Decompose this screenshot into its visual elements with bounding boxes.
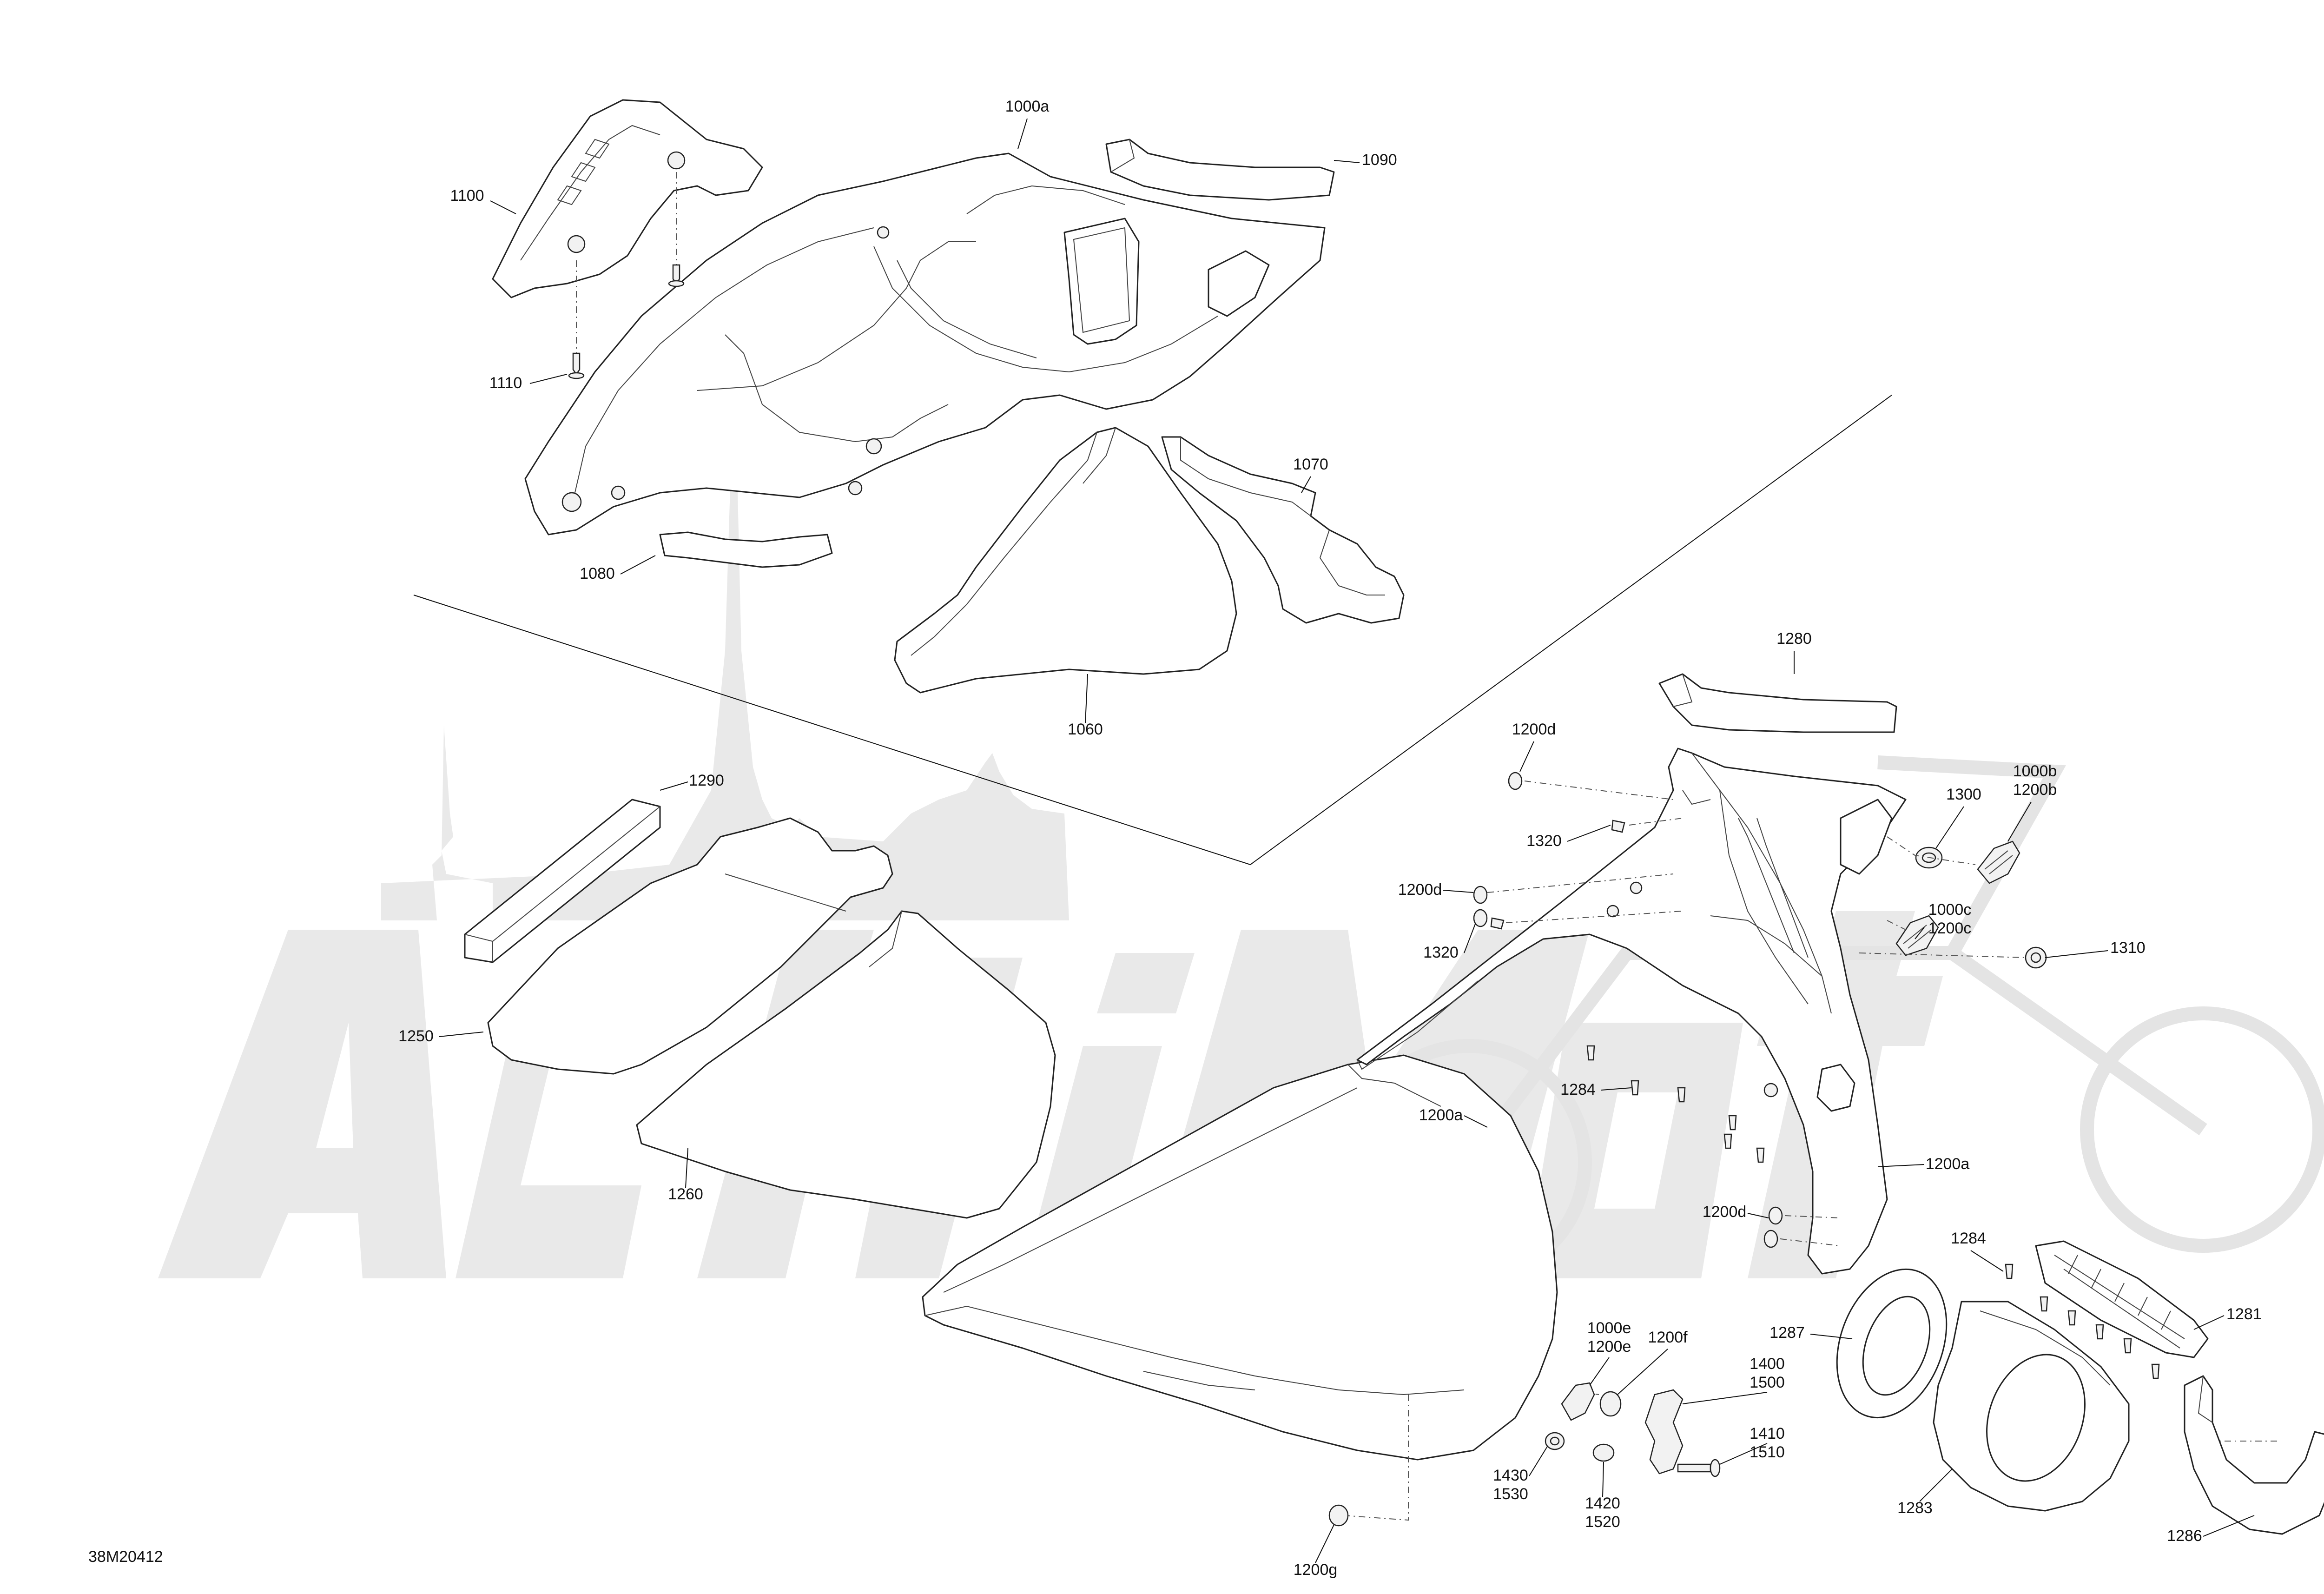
callout-1310: 1310 <box>2110 939 2146 957</box>
part-foam-1280 <box>1658 673 1897 733</box>
part-foam-1080 <box>659 531 833 568</box>
callout-1510: 1510 <box>1750 1443 1785 1461</box>
callout-1000e: 1000e <box>1587 1319 1631 1337</box>
callout-1520: 1520 <box>1585 1513 1620 1531</box>
callout-1080: 1080 <box>580 565 615 582</box>
callout-1200a: 1200a <box>1926 1155 1970 1173</box>
part-latch-1000e <box>1561 1382 1595 1421</box>
assembly-lines <box>1343 780 2278 1521</box>
callout-1290: 1290 <box>689 772 724 789</box>
callout-1000c: 1000c <box>1928 901 1972 919</box>
callout-1070: 1070 <box>1293 456 1328 473</box>
callout-1200g: 1200g <box>1294 1561 1338 1579</box>
callout-1090: 1090 <box>1362 151 1397 169</box>
part-trim-1286 <box>2184 1375 2324 1535</box>
callout-1200e: 1200e <box>1587 1338 1631 1356</box>
callout-1284: 1284 <box>1951 1230 1986 1247</box>
callout-1000a: 1000a <box>1005 98 1050 115</box>
part-housing-1283 <box>1933 1301 2130 1512</box>
callout-1200c: 1200c <box>1928 919 1972 937</box>
part-panel-1260 <box>636 910 1056 1219</box>
part-foam-1090 <box>1105 139 1335 201</box>
callout-1281: 1281 <box>2226 1305 2262 1323</box>
callout-1320: 1320 <box>1423 944 1459 961</box>
part-ring-1287 <box>1836 1268 1948 1419</box>
part-screw-1410 <box>1677 1459 1721 1477</box>
callout-1286: 1286 <box>2167 1527 2202 1545</box>
part-bracket-1100 <box>492 99 763 298</box>
callout-1200a: 1200a <box>1419 1106 1463 1124</box>
callout-1400: 1400 <box>1750 1355 1785 1373</box>
fastener-group-1320 <box>1490 820 1625 930</box>
watermark-skyline <box>381 353 1069 920</box>
callout-1430: 1430 <box>1493 1467 1528 1484</box>
callout-1110: 1110 <box>489 374 522 392</box>
callout-1250: 1250 <box>398 1027 434 1045</box>
part-washer-1200f <box>1599 1391 1622 1417</box>
fastener-group-1284 <box>1586 1045 2160 1379</box>
watermark-letter-a <box>158 930 446 1278</box>
watermark-wheel-front <box>2080 1006 2324 1253</box>
part-knob-1310 <box>2025 946 2047 969</box>
leader-lines <box>439 118 2255 1563</box>
part-panel-1060 <box>894 427 1237 694</box>
callout-labels: 1000a 1090 1100 1110 1070 1080 1060 1280 1200d 12… <box>398 98 2261 1579</box>
callout-1410: 1410 <box>1750 1425 1785 1442</box>
part-washer-1200g <box>1328 1504 1349 1527</box>
callout-1284: 1284 <box>1560 1081 1596 1098</box>
callout-1320: 1320 <box>1526 832 1562 850</box>
callout-1000b: 1000b <box>2013 762 2057 780</box>
watermark-letter-i <box>1023 953 1195 1278</box>
callout-1200b: 1200b <box>2013 781 2057 799</box>
drawing-code: 38M20412 <box>88 1548 163 1566</box>
part-panel-1250 <box>487 817 893 1075</box>
part-vent-1000b <box>1977 840 2020 884</box>
callout-1283: 1283 <box>1897 1499 1933 1517</box>
part-hood-panel <box>524 152 1326 536</box>
callout-1100: 1100 <box>450 187 484 205</box>
part-nut-1430 <box>1545 1432 1565 1450</box>
callout-1200d: 1200d <box>1398 881 1442 899</box>
part-foam-1290 <box>464 799 661 963</box>
section-divider <box>413 395 1892 866</box>
callout-1200d: 1200d <box>1703 1203 1747 1221</box>
part-fairing-1200a <box>1356 747 1907 1275</box>
part-side-panel-1200a <box>922 1054 1558 1461</box>
callout-1287: 1287 <box>1769 1324 1805 1342</box>
callout-1300: 1300 <box>1946 786 1981 803</box>
callout-1500: 1500 <box>1750 1374 1785 1391</box>
callout-1530: 1530 <box>1493 1485 1528 1503</box>
fastener-group-1200d <box>1473 772 1783 1248</box>
callout-1200d: 1200d <box>1512 721 1556 738</box>
callout-1280: 1280 <box>1776 630 1812 648</box>
callout-1200f: 1200f <box>1648 1329 1688 1346</box>
part-grille-1281 <box>2035 1240 2209 1358</box>
part-screw-1110 <box>568 172 685 379</box>
part-washer-1420 <box>1592 1443 1615 1462</box>
callout-1420: 1420 <box>1585 1495 1620 1512</box>
part-latch-1400 <box>1644 1389 1684 1475</box>
callout-1060: 1060 <box>1068 721 1103 738</box>
part-foam-1070 <box>1161 436 1405 624</box>
callout-1260: 1260 <box>668 1185 703 1203</box>
